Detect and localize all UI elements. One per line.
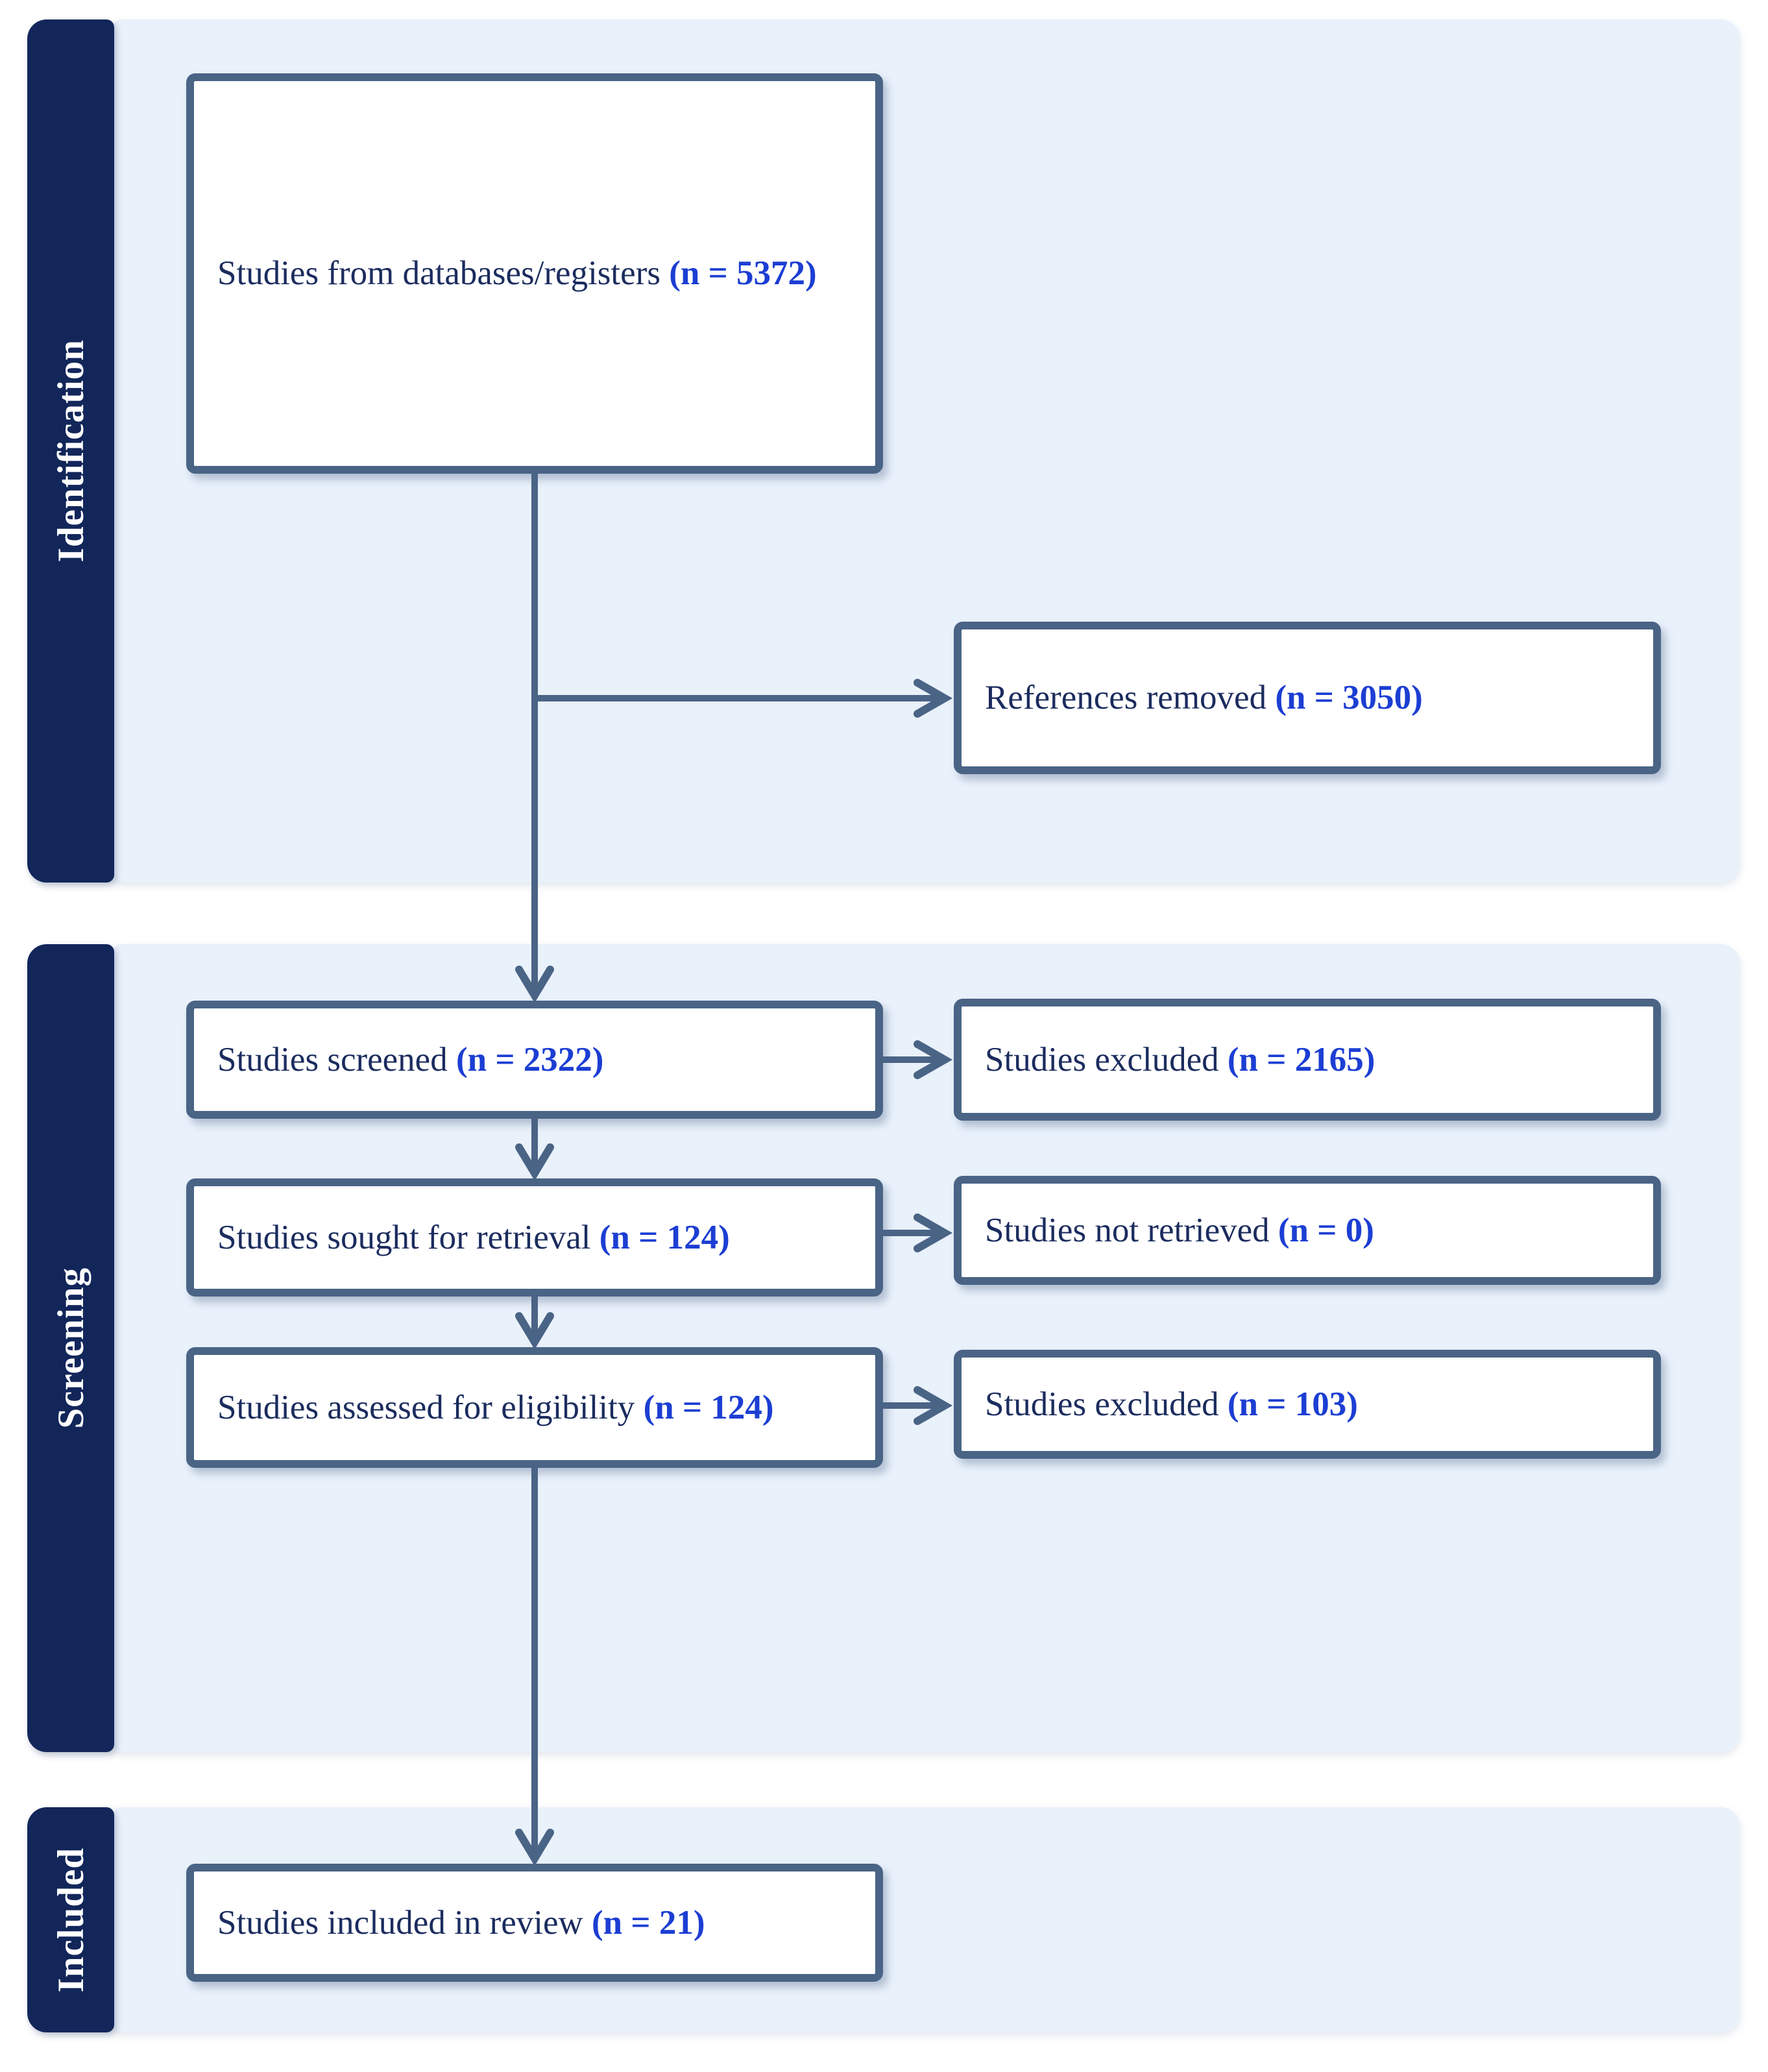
box-references-removed: References removed (n = 3050) bbox=[954, 622, 1661, 774]
box-count: (n = 124) bbox=[599, 1218, 730, 1256]
identification-section-label: Identification bbox=[50, 339, 91, 563]
box-studies-excluded-eligibility: Studies excluded (n = 103) bbox=[954, 1350, 1661, 1459]
screening-section-tab: Screening bbox=[27, 944, 114, 1752]
box-label: Studies not retrieved bbox=[985, 1211, 1278, 1249]
box-label: Studies screened bbox=[217, 1040, 456, 1079]
box-label: Studies sought for retrieval bbox=[217, 1218, 599, 1256]
box-label: Studies excluded bbox=[985, 1385, 1228, 1423]
box-count: (n = 124) bbox=[643, 1388, 774, 1426]
box-studies-assessed-for-eligibility: Studies assessed for eligibility (n = 12… bbox=[186, 1347, 883, 1468]
box-count: (n = 2322) bbox=[455, 1040, 604, 1079]
box-studies-included-in-review: Studies included in review (n = 21) bbox=[186, 1864, 883, 1982]
box-count: (n = 21) bbox=[592, 1903, 705, 1942]
screening-section-label: Screening bbox=[50, 1267, 91, 1429]
identification-section-tab: Identification bbox=[27, 19, 114, 883]
box-label: Studies assessed for eligibility bbox=[217, 1388, 644, 1426]
included-section-tab: Included bbox=[27, 1807, 114, 2032]
box-count: (n = 5372) bbox=[669, 254, 817, 293]
box-studies-excluded-screening: Studies excluded (n = 2165) bbox=[954, 999, 1661, 1121]
box-label: Studies included in review bbox=[217, 1903, 592, 1942]
box-studies-sought-for-retrieval: Studies sought for retrieval (n = 124) bbox=[186, 1178, 883, 1297]
box-count: (n = 2165) bbox=[1227, 1040, 1375, 1079]
box-studies-from-databases: Studies from databases/registers (n = 53… bbox=[186, 73, 883, 474]
box-studies-not-retrieved: Studies not retrieved (n = 0) bbox=[954, 1176, 1661, 1285]
box-count: (n = 103) bbox=[1227, 1385, 1358, 1423]
box-label: Studies from databases/registers bbox=[217, 254, 670, 293]
box-label: References removed bbox=[985, 679, 1276, 717]
box-label: Studies excluded bbox=[985, 1040, 1228, 1079]
box-studies-screened: Studies screened (n = 2322) bbox=[186, 1001, 883, 1119]
box-count: (n = 0) bbox=[1278, 1211, 1374, 1249]
included-section-label: Included bbox=[50, 1847, 91, 1993]
box-count: (n = 3050) bbox=[1275, 679, 1423, 717]
